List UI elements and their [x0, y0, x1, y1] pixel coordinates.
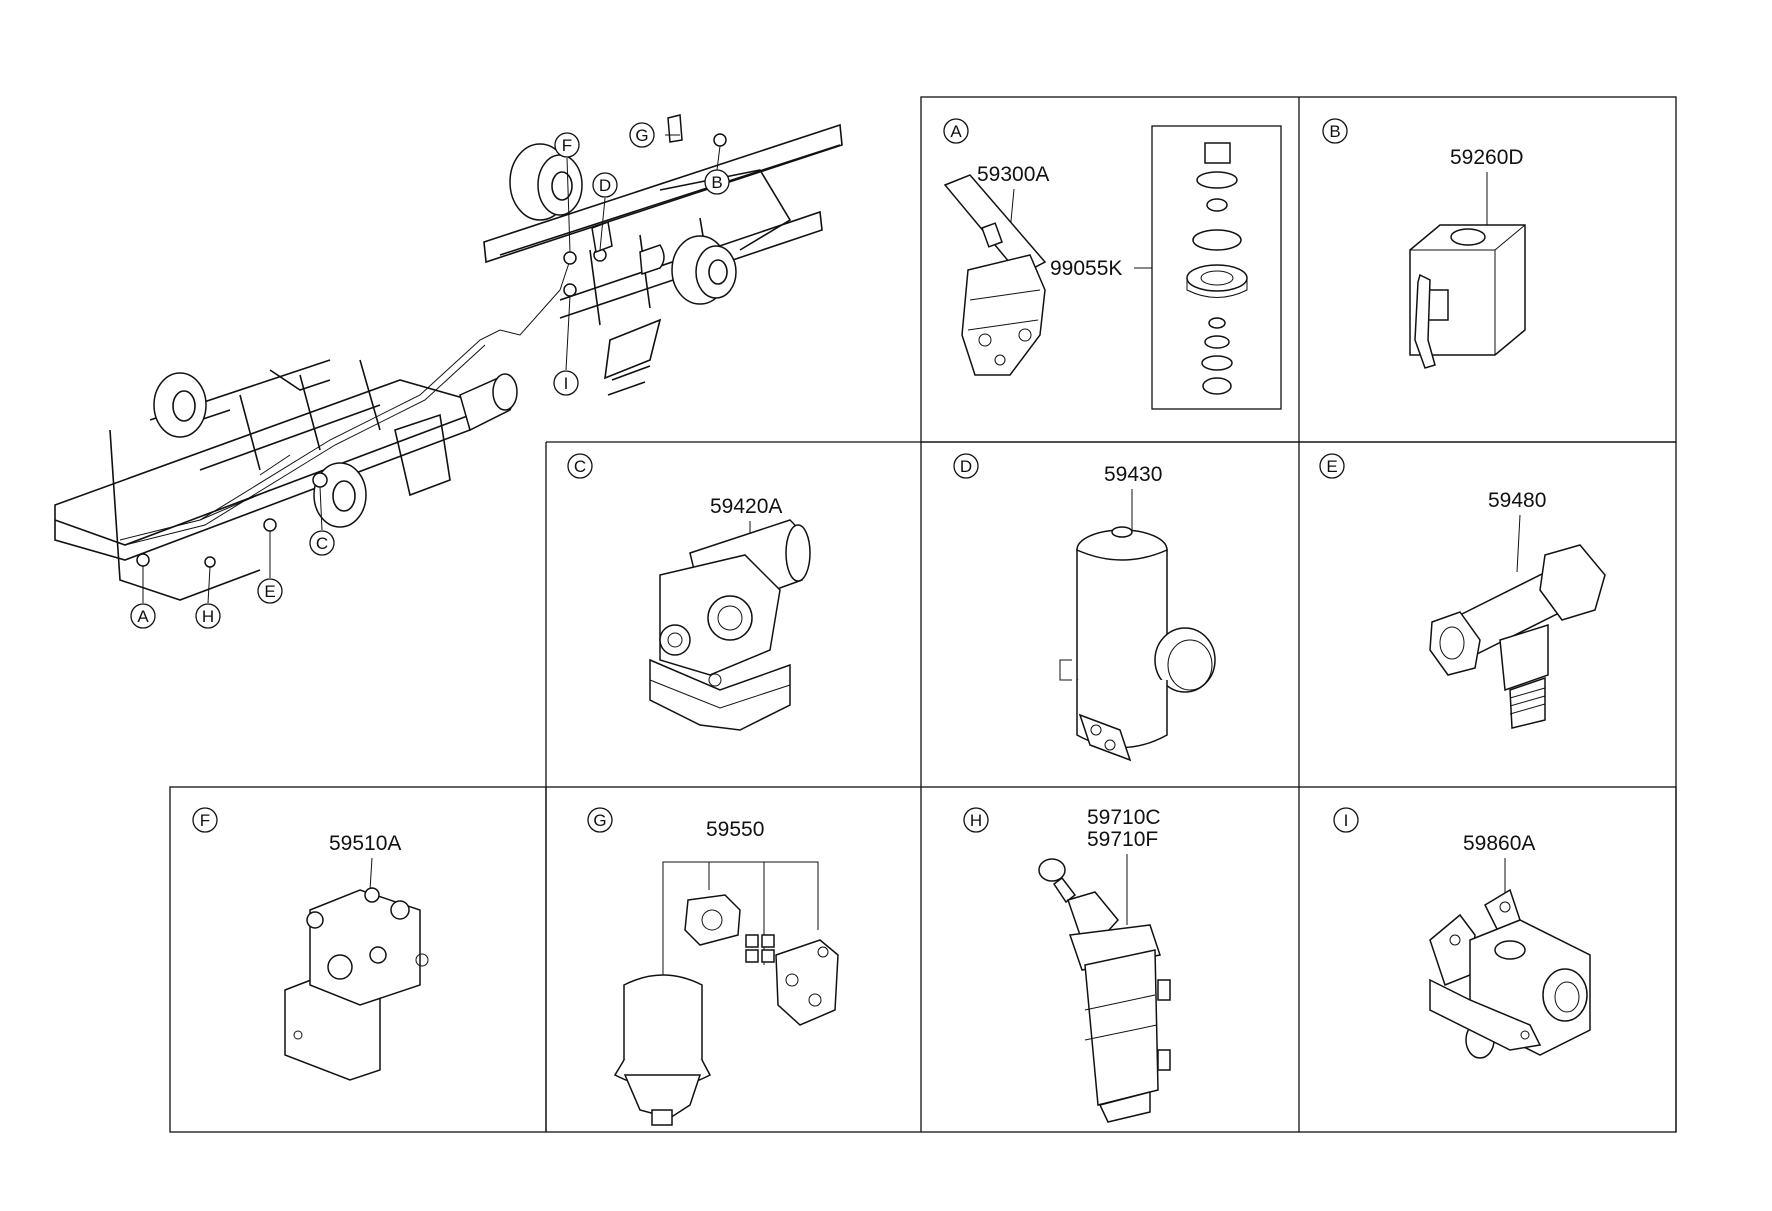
overview-callout-E: E — [257, 578, 283, 604]
part-number-59860A: 59860A — [1463, 832, 1535, 855]
overview-callout-H-label: H — [202, 607, 214, 626]
overview-callout-A-label: A — [137, 607, 149, 626]
panel-A: A 59300A 99055K — [943, 118, 1282, 410]
part-number-59430: 59430 — [1104, 463, 1162, 486]
part-number-99055K: 99055K — [1050, 257, 1122, 280]
overview-callout-C-label: C — [316, 534, 328, 553]
overview-callout-B: B — [704, 169, 730, 195]
overview-callout-F: F — [554, 132, 580, 158]
overview-callout-I-label: I — [564, 374, 569, 393]
part-number-59710C: 59710C — [1087, 806, 1161, 829]
panel-G-letter: G — [593, 811, 606, 830]
panel-B-letter: B — [1329, 122, 1340, 141]
panel-H: H 59710C 59710F — [963, 806, 1171, 1123]
panel-E-letter: E — [1326, 457, 1337, 476]
panel-D-letter: D — [960, 457, 972, 476]
panel-H-letter: H — [970, 811, 982, 830]
chassis-overview — [54, 114, 843, 604]
panel-I-letter: I — [1344, 811, 1349, 830]
part-number-59300A: 59300A — [977, 163, 1049, 186]
overview-callout-B-label: B — [711, 173, 722, 192]
panel-G: G 59550 — [587, 807, 839, 1126]
overview-callout-D: D — [592, 172, 618, 198]
overview-callout-H: H — [195, 603, 221, 629]
part-number-59710F: 59710F — [1087, 828, 1158, 851]
overview-callout-F-label: F — [562, 136, 572, 155]
part-number-59480: 59480 — [1488, 489, 1546, 512]
panel-grid — [169, 96, 1677, 1133]
panel-A-letter: A — [950, 122, 962, 141]
overview-callout-D-label: D — [599, 176, 611, 195]
overview-callout-I: I — [553, 370, 579, 396]
panel-B: B 59260D — [1322, 118, 1526, 369]
panel-F-letter: F — [200, 811, 210, 830]
part-number-59420A: 59420A — [710, 495, 782, 518]
panel-C: C 59420A — [567, 453, 811, 731]
part-number-59510A: 59510A — [329, 832, 401, 855]
panel-F: F 59510A — [192, 807, 429, 1081]
overview-callout-A: A — [130, 603, 156, 629]
panel-D: D 59430 — [953, 453, 1216, 762]
panel-C-letter: C — [574, 457, 586, 476]
part-number-59550: 59550 — [706, 818, 764, 841]
overview-callout-G: G — [629, 122, 655, 148]
part-number-59260D: 59260D — [1450, 146, 1524, 169]
overview-callout-C: C — [309, 530, 335, 556]
overview-callout-G-label: G — [635, 126, 648, 145]
panel-I: I 59860A — [1333, 807, 1591, 1059]
overview-callout-E-label: E — [264, 582, 275, 601]
panel-E: E 59480 — [1319, 453, 1606, 729]
